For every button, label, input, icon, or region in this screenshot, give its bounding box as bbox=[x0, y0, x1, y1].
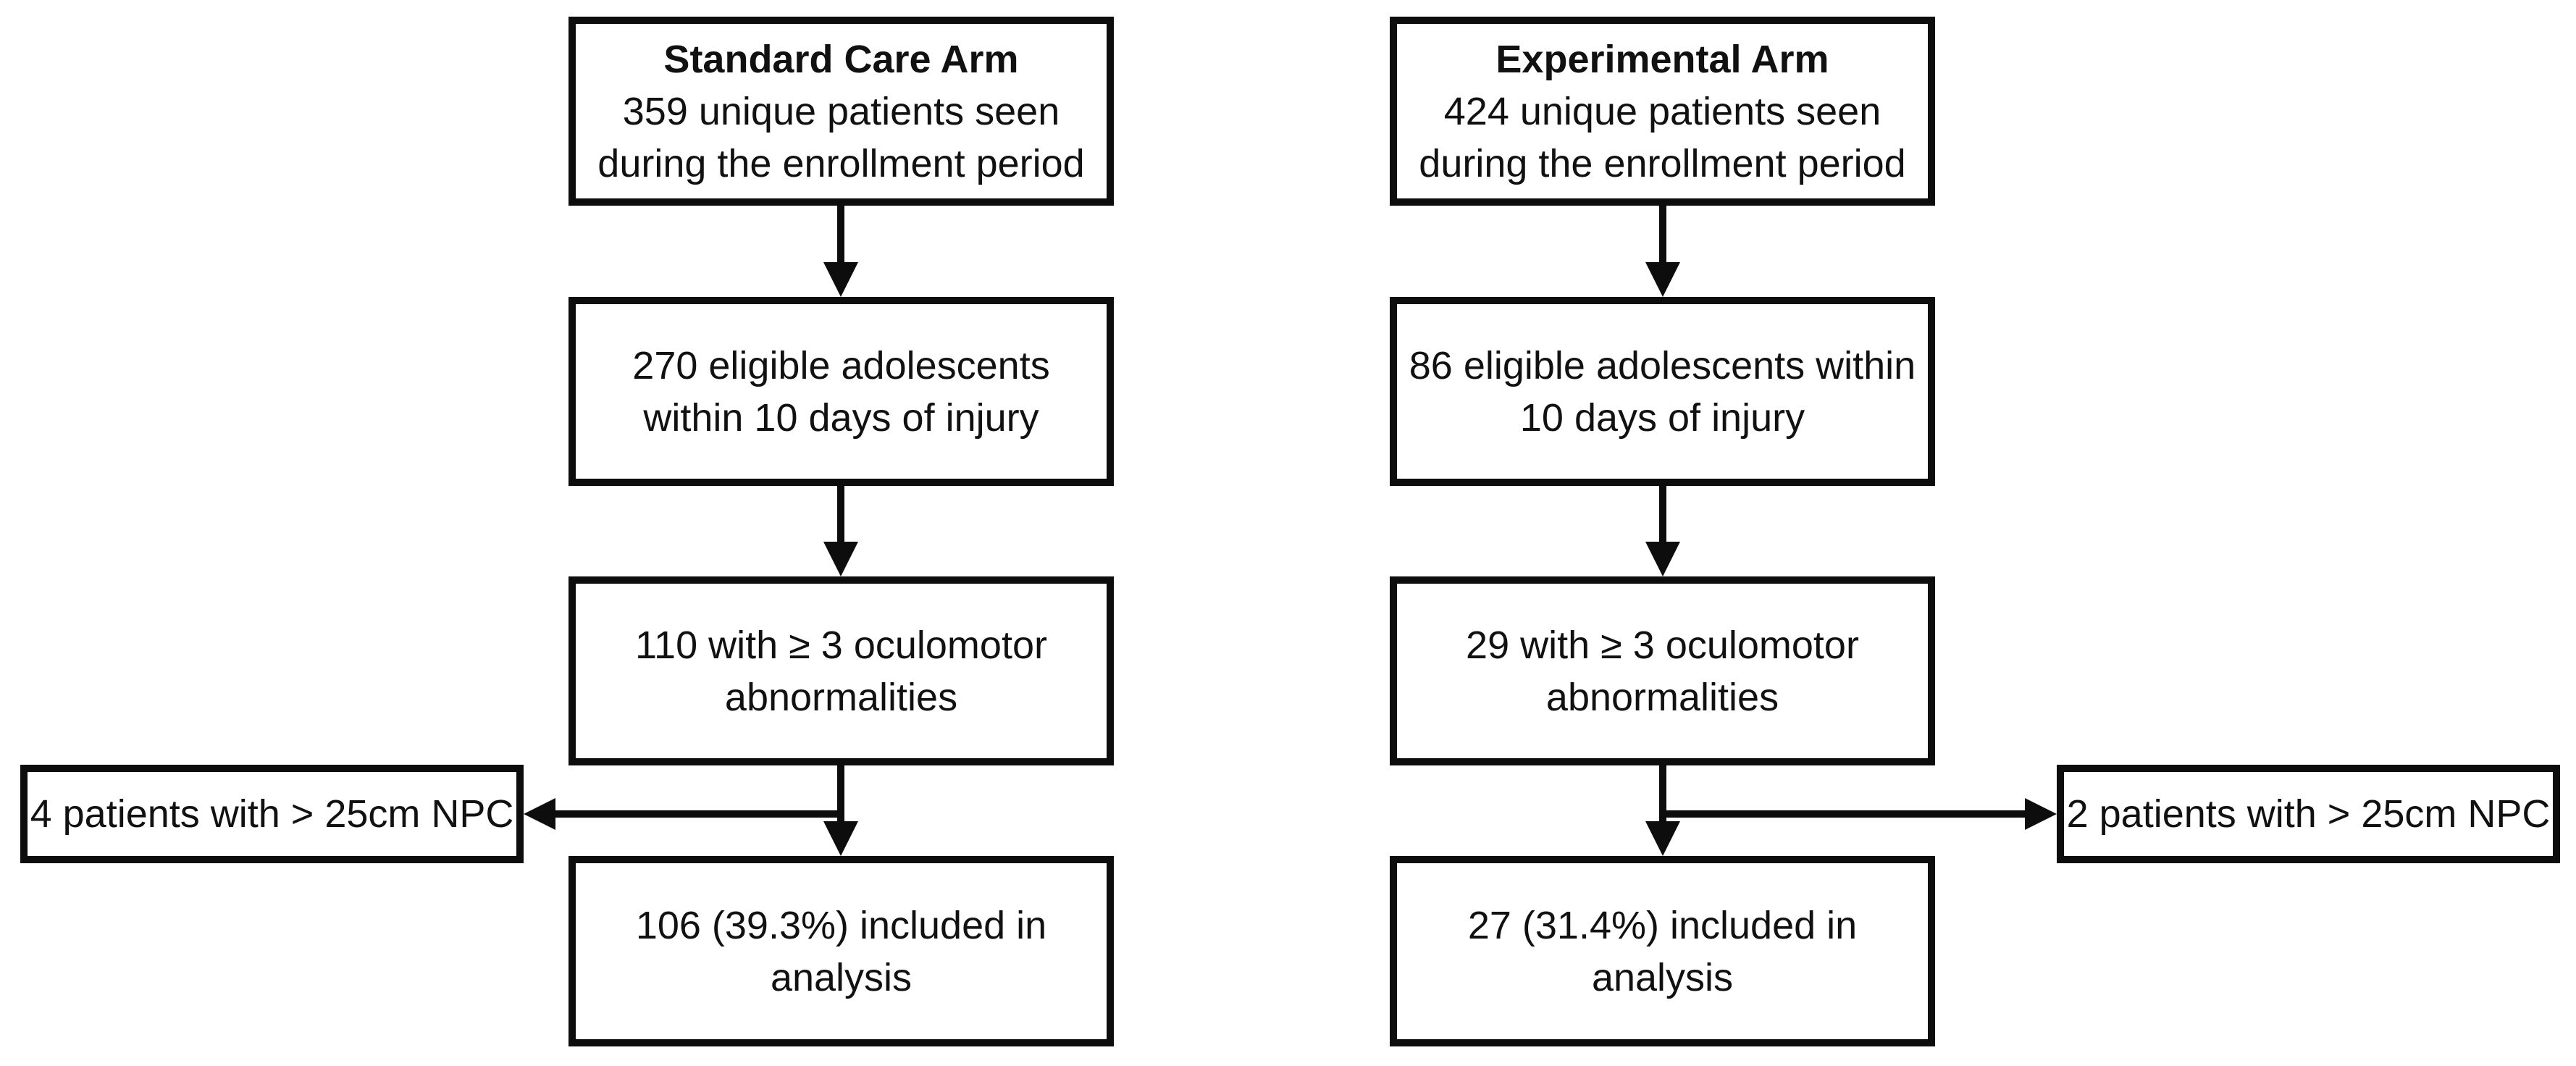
arrow-down-icon bbox=[823, 542, 858, 576]
connector-standard-3-line bbox=[837, 765, 844, 826]
arrow-down-icon bbox=[823, 262, 858, 297]
flow-box-standard-analyzed: 106 (39.3%) included in analysis bbox=[569, 856, 1114, 1046]
flow-box-text-line: analysis bbox=[1591, 955, 1734, 999]
flow-box-experimental-excluded-npc: 2 patients with > 25cm NPC bbox=[2057, 765, 2560, 863]
flow-box-text-line: 2 patients with > 25cm NPC bbox=[2066, 792, 2551, 836]
flow-box-text-line: 4 patients with > 25cm NPC bbox=[30, 792, 514, 836]
flow-box-title: Experimental Arm bbox=[1495, 37, 1829, 81]
flow-box-text-line: 29 with ≥ 3 oculomotor bbox=[1466, 623, 1859, 667]
flow-box-text-line: abnormalities bbox=[1545, 675, 1779, 719]
flow-box-text-line: 86 eligible adolescents within bbox=[1409, 343, 1916, 387]
flow-box-standard-enrolled: Standard Care Arm 359 unique patients se… bbox=[569, 17, 1114, 206]
connector-standard-2-line bbox=[837, 486, 844, 545]
flow-box-text-line: 424 unique patients seen bbox=[1443, 89, 1881, 133]
flow-box-text-line: 10 days of injury bbox=[1519, 395, 1805, 440]
connector-standard-1-line bbox=[837, 206, 844, 266]
flow-box-text-line: during the enrollment period bbox=[597, 141, 1085, 185]
arrow-down-icon bbox=[1645, 821, 1680, 856]
flow-box-experimental-eligible: 86 eligible adolescents within 10 days o… bbox=[1390, 297, 1935, 486]
flow-box-text-line: 110 with ≥ 3 oculomotor bbox=[635, 623, 1047, 667]
flow-box-text-line: 270 eligible adolescents bbox=[632, 343, 1050, 387]
arrow-left-icon bbox=[524, 798, 555, 830]
flow-box-standard-excluded-npc: 4 patients with > 25cm NPC bbox=[20, 765, 524, 863]
arrow-down-icon bbox=[1645, 262, 1680, 297]
flow-box-experimental-oculomotor: 29 with ≥ 3 oculomotor abnormalities bbox=[1390, 576, 1935, 765]
flow-box-text-line: 359 unique patients seen bbox=[622, 89, 1060, 133]
flow-box-experimental-enrolled: Experimental Arm 424 unique patients see… bbox=[1390, 17, 1935, 206]
flow-box-text-line: 106 (39.3%) included in bbox=[635, 903, 1047, 947]
connector-standard-exclusion-line bbox=[553, 810, 844, 818]
flow-box-standard-oculomotor: 110 with ≥ 3 oculomotor abnormalities bbox=[569, 576, 1114, 765]
flow-box-text-line: analysis bbox=[770, 955, 912, 999]
flow-box-text-line: during the enrollment period bbox=[1419, 141, 1906, 185]
flow-box-standard-eligible: 270 eligible adolescents within 10 days … bbox=[569, 297, 1114, 486]
connector-experimental-1-line bbox=[1659, 206, 1666, 266]
arrow-right-icon bbox=[2025, 798, 2057, 830]
connector-experimental-3-line bbox=[1659, 765, 1666, 826]
flow-box-text-line: abnormalities bbox=[724, 675, 958, 719]
connector-experimental-2-line bbox=[1659, 486, 1666, 545]
flow-box-text-line: within 10 days of injury bbox=[643, 395, 1039, 440]
arrow-down-icon bbox=[1645, 542, 1680, 576]
flow-box-text-line: 27 (31.4%) included in bbox=[1467, 903, 1858, 947]
flow-box-title: Standard Care Arm bbox=[663, 37, 1019, 81]
flow-box-experimental-analyzed: 27 (31.4%) included in analysis bbox=[1390, 856, 1935, 1046]
connector-experimental-exclusion-line bbox=[1666, 810, 2028, 818]
arrow-down-icon bbox=[823, 821, 858, 856]
